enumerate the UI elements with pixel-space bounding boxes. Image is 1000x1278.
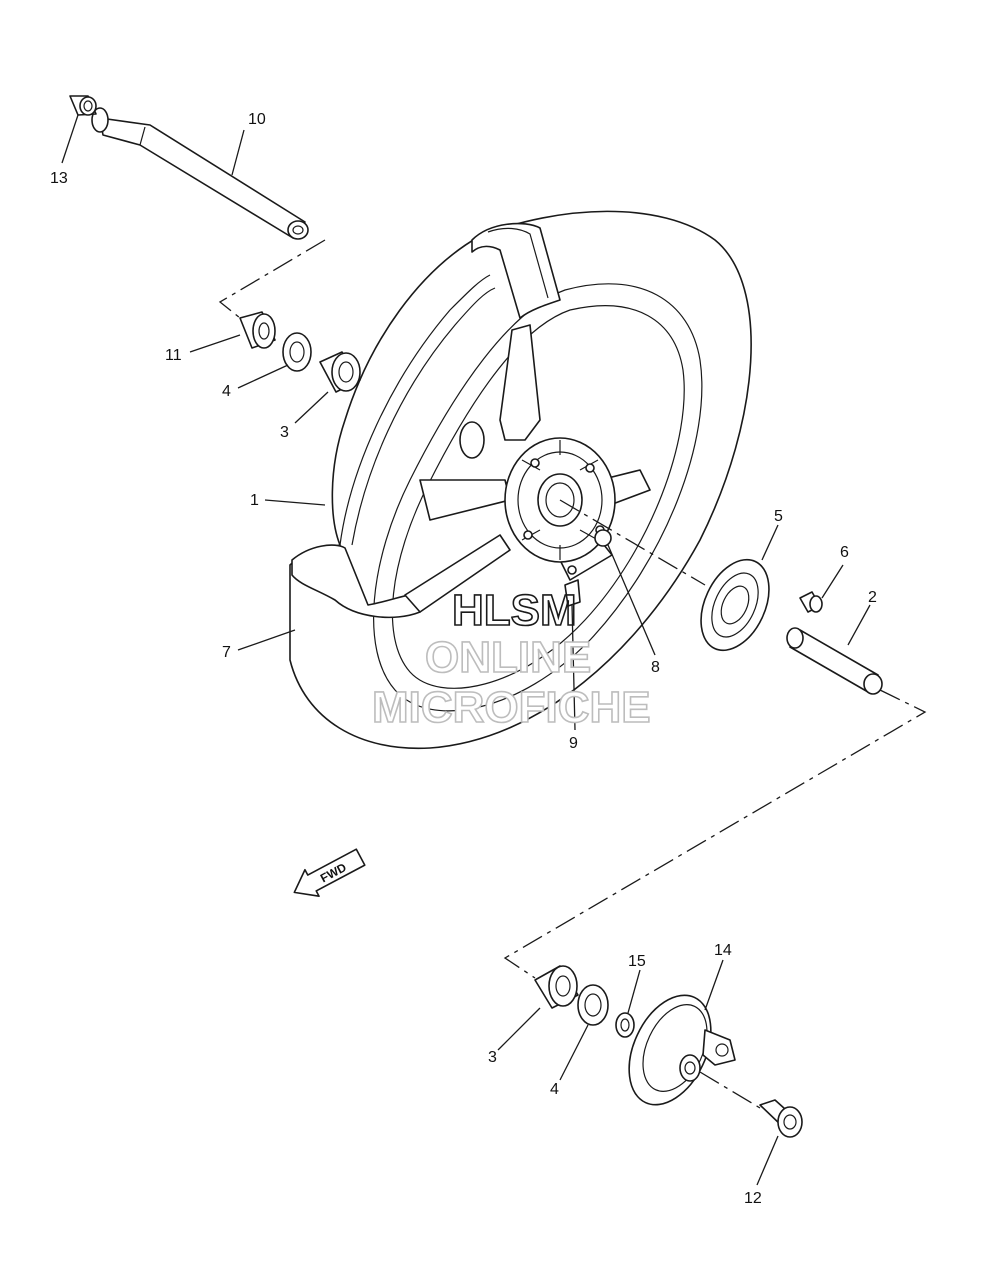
- leader-5: [761, 524, 779, 561]
- leader-7: [237, 629, 296, 651]
- watermark-line2: ONLINE: [425, 633, 591, 682]
- spoke-lower-left: [404, 534, 511, 613]
- assembly-line-hub: [559, 499, 706, 586]
- collar-13: [69, 95, 97, 116]
- bearing-3-lower: [534, 965, 579, 1009]
- callout-8: 8: [651, 659, 660, 676]
- rim-inner: [391, 305, 685, 689]
- watermark-line1: HLSM: [452, 586, 577, 635]
- callout-4-upper: 4: [222, 383, 231, 400]
- axle-10: [91, 107, 309, 240]
- valve-part-9: [564, 579, 581, 607]
- collar-15: [615, 1012, 635, 1038]
- callout-3-lower: 3: [488, 1049, 497, 1066]
- callout-4-lower: 4: [550, 1081, 559, 1098]
- leader-10: [231, 129, 245, 176]
- callout-13: 13: [50, 170, 68, 187]
- leader-9: [571, 604, 576, 731]
- leader-14: [704, 959, 724, 1011]
- callout-12: 12: [744, 1190, 762, 1207]
- oil-seal-4-upper: [282, 332, 312, 372]
- watermark-line3: MICROFICHE: [372, 683, 651, 732]
- callout-9: 9: [569, 735, 578, 752]
- leader-13: [61, 114, 79, 164]
- tire-cutaway-top-inner: [487, 227, 549, 299]
- watermark: HLSM ONLINE MICROFICHE: [371, 585, 651, 733]
- leader-4b: [559, 1024, 589, 1081]
- callout-15: 15: [628, 953, 646, 970]
- leader-3a: [294, 391, 329, 424]
- rim-edge-left: [339, 274, 491, 546]
- fwd-arrow-icon: FWD: [293, 848, 366, 898]
- callout-7: 7: [222, 644, 231, 661]
- bearing-3-upper: [319, 351, 361, 393]
- leader-4a: [237, 364, 289, 389]
- rim-outer: [373, 283, 703, 712]
- leader-15: [627, 969, 641, 1014]
- valve-part-8: [594, 529, 612, 547]
- leader-11: [189, 334, 241, 353]
- leader-1: [264, 499, 326, 506]
- bolt-6: [799, 591, 823, 613]
- callout-14: 14: [714, 942, 732, 959]
- assembly-line-axle: [218, 239, 326, 319]
- rim-edge-inner: [351, 287, 496, 546]
- assembly-line-right: [503, 689, 927, 979]
- callout-11: 11: [165, 347, 182, 364]
- assembly-line-bolt: [699, 1071, 761, 1109]
- brake-disc-5: [700, 558, 770, 652]
- spoke-hole: [459, 421, 485, 459]
- tire-cutaway-top: [471, 222, 561, 319]
- collar-2: [786, 627, 883, 695]
- spacer-11: [239, 311, 276, 349]
- leader-3b: [497, 1007, 541, 1051]
- bolt-12: [759, 1099, 803, 1138]
- callout-10: 10: [248, 111, 266, 128]
- oil-seal-4-lower: [577, 984, 609, 1026]
- callout-5: 5: [774, 508, 783, 525]
- callout-3-upper: 3: [280, 424, 289, 441]
- leader-8: [607, 544, 656, 656]
- leader-2: [847, 604, 871, 646]
- spoke-top: [499, 324, 541, 441]
- leader-6: [821, 564, 844, 599]
- callout-6: 6: [840, 544, 849, 561]
- meter-gear-14: [628, 994, 736, 1106]
- callout-1: 1: [250, 492, 259, 509]
- leader-12: [756, 1135, 779, 1186]
- callout-2: 2: [868, 589, 877, 606]
